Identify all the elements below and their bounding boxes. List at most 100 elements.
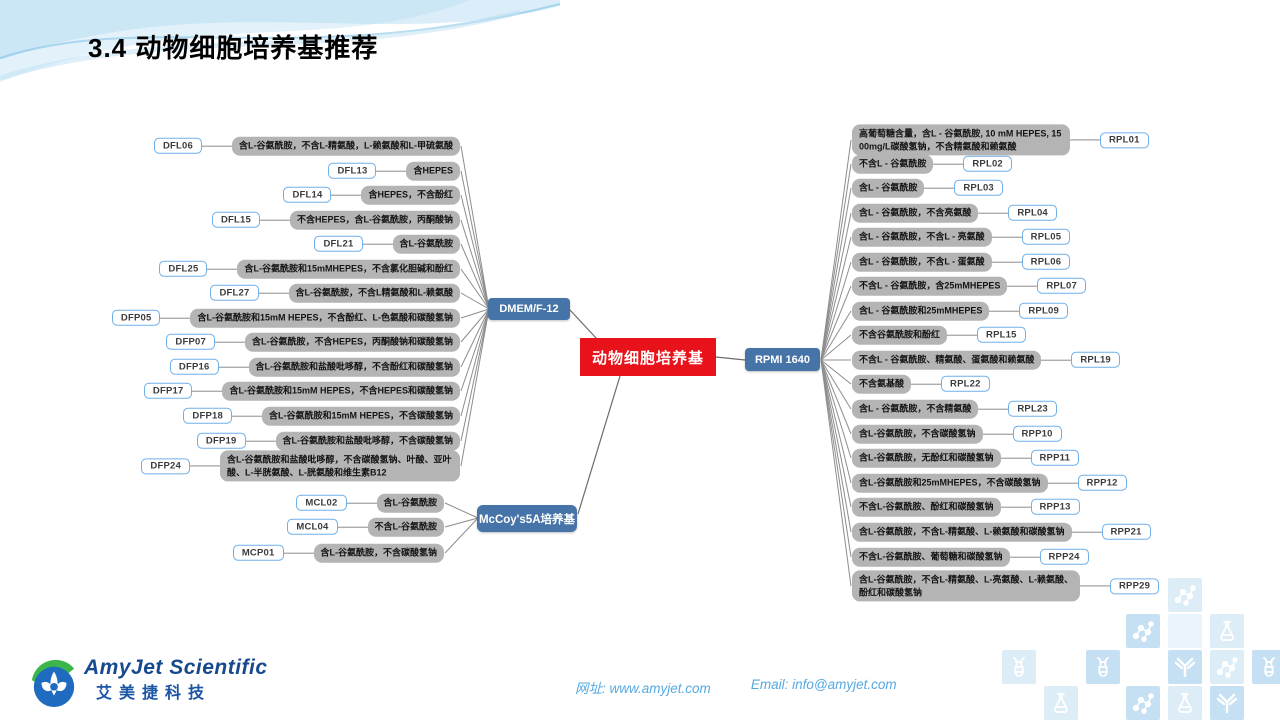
connector-line bbox=[569, 309, 598, 340]
code-desc-connector bbox=[978, 408, 1009, 410]
media-description-box: 不含氨基酸 bbox=[852, 374, 912, 394]
code-desc-connector bbox=[924, 187, 955, 189]
leaf-row-rpl19: 不含L - 谷氨酰胺、精氨酸、蛋氨酸和赖氨酸 RPL19 bbox=[852, 350, 1120, 370]
connector-line bbox=[460, 292, 490, 310]
code-desc-connector bbox=[1009, 556, 1040, 558]
product-code-pill: RPP12 bbox=[1077, 475, 1127, 491]
product-code-pill: RPL04 bbox=[1008, 205, 1057, 221]
media-description-box: 含L-谷氨酰胺，无酚红和碳酸氢钠 bbox=[852, 448, 1001, 468]
code-desc-connector bbox=[1070, 139, 1100, 141]
connector-line bbox=[444, 517, 479, 554]
code-desc-connector bbox=[331, 194, 362, 196]
code-desc-connector bbox=[283, 552, 314, 554]
dna-icon bbox=[1086, 650, 1120, 684]
connector-line bbox=[820, 212, 852, 361]
connector-line bbox=[715, 356, 746, 361]
product-code-pill: DFP16 bbox=[169, 359, 219, 375]
media-description-box: 含L-谷氨酰胺，不含L-精氨酸、L-亮氨酸、L-赖氨酸、酚红和碳酸氢钠 bbox=[852, 570, 1080, 602]
leaf-row-rpp11: 含L-谷氨酰胺，无酚红和碳酸氢钠 RPP11 bbox=[852, 448, 1080, 468]
media-description-box: 含L - 谷氨酰胺，不含L - 亮氨酸 bbox=[852, 227, 992, 247]
product-code-pill: RPP11 bbox=[1030, 450, 1080, 466]
flask-icon bbox=[1210, 614, 1244, 648]
product-code-pill: RPL01 bbox=[1100, 132, 1149, 148]
connector-line bbox=[460, 145, 490, 310]
media-description-box: 含L-谷氨酰胺 bbox=[392, 234, 460, 254]
code-desc-connector bbox=[1000, 506, 1031, 508]
molecule-icon bbox=[1210, 650, 1244, 684]
branch-node-rpmi1640: RPMI 1640 bbox=[745, 348, 820, 371]
leaf-row-rpl15: 不含谷氨酰胺和酚红 RPL15 bbox=[852, 325, 1026, 345]
connector-line bbox=[460, 308, 490, 417]
media-description-box: 含L-谷氨酰胺，不含L-精氨酸，L-赖氨酸和L-甲硫氨酸 bbox=[232, 136, 460, 156]
email-line: Email: info@amyjet.com bbox=[751, 677, 897, 697]
product-code-pill: MCL04 bbox=[287, 519, 338, 535]
product-code-pill: RPP10 bbox=[1012, 426, 1062, 442]
product-code-pill: RPP13 bbox=[1030, 499, 1080, 515]
connector-line bbox=[820, 139, 852, 361]
media-description-box: 含L - 谷氨酰胺，不含L - 蛋氨酸 bbox=[852, 252, 992, 272]
media-description-box: 含L - 谷氨酰胺，不含亮氨酸 bbox=[852, 203, 979, 223]
connector-line bbox=[460, 243, 490, 310]
email-address[interactable]: info@amyjet.com bbox=[792, 677, 897, 692]
website-label: 网址: bbox=[575, 681, 606, 696]
code-desc-connector bbox=[1007, 285, 1038, 287]
leaf-row-dfl27: DFL27 含L-谷氨酰胺，不含L精氨酸和L-赖氨酸 bbox=[210, 283, 460, 303]
product-code-pill: RPP21 bbox=[1101, 524, 1151, 540]
connector-line bbox=[820, 359, 852, 508]
media-description-box: 含L-谷氨酰胺，不含HEPES，丙酮酸钠和碳酸氢钠 bbox=[244, 332, 460, 352]
connector-line bbox=[820, 236, 852, 361]
product-code-pill: RPL19 bbox=[1071, 352, 1120, 368]
product-code-pill: MCL02 bbox=[296, 495, 347, 511]
connector-line bbox=[577, 375, 621, 515]
code-desc-connector bbox=[337, 526, 368, 528]
code-desc-connector bbox=[991, 236, 1022, 238]
media-description-box: 含L - 谷氨酰胺 bbox=[852, 178, 925, 198]
media-description-box: 含L-谷氨酰胺和盐酸吡哆醇，不含碳酸氢钠、叶酸、亚叶酸、L-半胱氨酸、L-胱氨酸… bbox=[220, 450, 460, 482]
product-code-pill: RPL15 bbox=[977, 327, 1026, 343]
connector-line bbox=[820, 359, 852, 533]
antibody-icon bbox=[1210, 686, 1244, 720]
media-description-box: 含L - 谷氨酰胺，不含精氨酸 bbox=[852, 399, 979, 419]
product-code-pill: DFL15 bbox=[211, 212, 260, 228]
code-desc-connector bbox=[982, 433, 1013, 435]
connector-line bbox=[820, 359, 852, 435]
email-label: Email: bbox=[750, 677, 789, 692]
website-line: 网址: www.amyjet.com bbox=[575, 677, 711, 697]
code-desc-connector bbox=[245, 440, 276, 442]
connector-line bbox=[820, 359, 852, 410]
website-url[interactable]: www.amyjet.com bbox=[609, 681, 711, 696]
code-desc-connector bbox=[911, 383, 942, 385]
media-description-box: 不含谷氨酰胺和酚红 bbox=[852, 325, 948, 345]
media-description-box: 含L-谷氨酰胺和15mMHEPES，不含氯化胆碱和酚红 bbox=[237, 259, 460, 279]
product-code-pill: RPP29 bbox=[1110, 578, 1160, 594]
media-description-box: 不含HEPES，含L-谷氨酰胺，丙酮酸钠 bbox=[289, 210, 460, 230]
product-code-pill: DFP18 bbox=[183, 408, 232, 424]
connector-line bbox=[820, 310, 852, 361]
media-description-box: 不含L - 谷氨酰胺、精氨酸、蛋氨酸和赖氨酸 bbox=[852, 350, 1042, 370]
wave-decoration bbox=[0, 0, 560, 82]
media-description-box: 含L-谷氨酰胺和盐酸吡哆醇，不含酚红和碳酸氢钠 bbox=[248, 357, 460, 377]
code-desc-connector bbox=[231, 415, 262, 417]
code-desc-connector bbox=[991, 261, 1022, 263]
code-desc-connector bbox=[258, 292, 289, 294]
product-code-pill: MCP01 bbox=[232, 545, 284, 561]
code-desc-connector bbox=[214, 341, 245, 343]
product-code-pill: DFL27 bbox=[210, 285, 259, 301]
connector-line bbox=[444, 502, 479, 519]
product-code-pill: RPL09 bbox=[1019, 303, 1068, 319]
media-description-box: 含L-谷氨酰胺，不含L精氨酸和L-赖氨酸 bbox=[288, 283, 460, 303]
media-description-box: 不含L-谷氨酰胺 bbox=[367, 517, 444, 537]
product-code-pill: RPL23 bbox=[1008, 401, 1057, 417]
code-desc-connector bbox=[192, 390, 223, 392]
logo-mark-icon bbox=[31, 659, 75, 707]
code-desc-connector bbox=[190, 465, 220, 467]
leaf-row-mcl04: MCL04 不含L-谷氨酰胺 bbox=[287, 517, 444, 537]
leaf-row-rpp29: 含L-谷氨酰胺，不含L-精氨酸、L-亮氨酸、L-赖氨酸、酚红和碳酸氢钠 RPP29 bbox=[852, 570, 1160, 602]
